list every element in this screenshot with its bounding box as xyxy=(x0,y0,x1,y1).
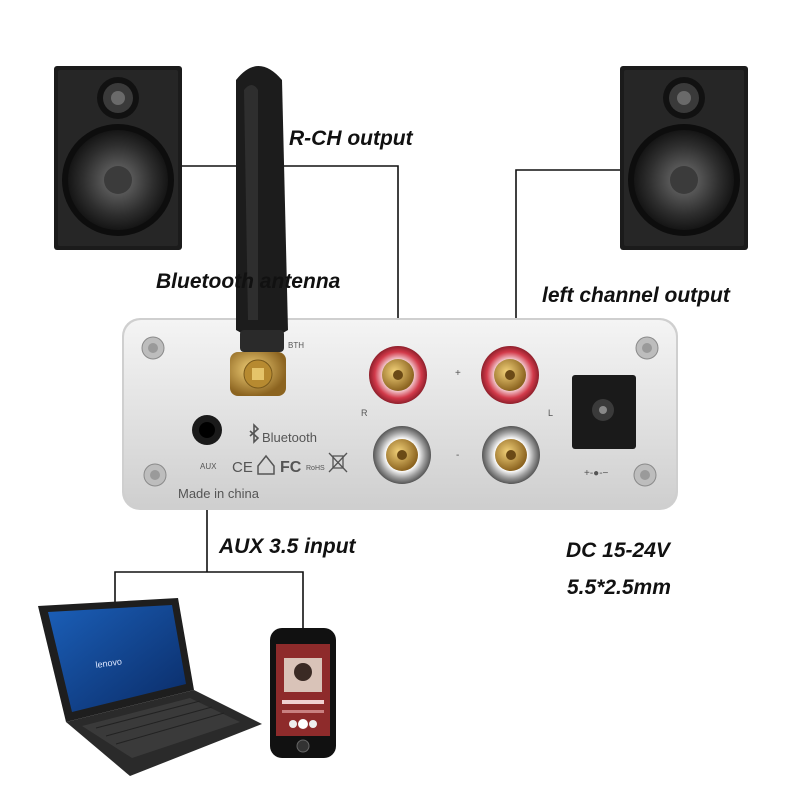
panel-ce-mark: CE xyxy=(232,459,253,476)
panel-plus-label: + xyxy=(455,368,461,379)
laptop: lenovo xyxy=(38,598,262,776)
weee-bin-icon xyxy=(328,452,348,473)
panel-screws xyxy=(141,336,659,487)
panel-rohs-mark: RoHS xyxy=(306,465,325,472)
panel-r-label: R xyxy=(361,408,368,418)
panel-fc-mark: FC xyxy=(280,459,302,476)
panel-l-label: L xyxy=(548,408,553,418)
phone-playback-controls-icon xyxy=(289,719,317,729)
panel-minus-label: - xyxy=(456,450,459,461)
panel-dc-symbol: +-●-− xyxy=(584,468,609,479)
house-recycle-icon xyxy=(257,454,275,475)
amplifier-back-panel: BTH Bluetooth CE FC RoHS AUX R L + - Mad… xyxy=(122,318,678,510)
label-aux-input: AUX 3.5 input xyxy=(218,535,357,558)
binding-post-r-plus xyxy=(369,346,427,404)
label-r-ch-output: R-CH output xyxy=(289,127,414,150)
panel-bth-label: BTH xyxy=(288,341,304,350)
aux-jack xyxy=(192,415,222,445)
binding-post-l-plus xyxy=(481,346,539,404)
smartphone xyxy=(270,628,336,758)
panel-bluetooth-label: Bluetooth xyxy=(262,430,317,445)
antenna-connector xyxy=(230,352,286,396)
laptop-brand: lenovo xyxy=(95,656,123,670)
binding-post-r-minus xyxy=(373,426,431,484)
r-channel-line xyxy=(182,165,399,338)
label-dc-voltage: DC 15-24V xyxy=(566,539,672,562)
panel-made-in-label: Made in china xyxy=(178,486,260,501)
label-dc-jack-size: 5.5*2.5mm xyxy=(567,576,671,599)
left-channel-line xyxy=(515,169,620,338)
label-left-channel-output: left channel output xyxy=(542,284,731,307)
bluetooth-logo-icon xyxy=(249,423,260,444)
dc-power-jack xyxy=(572,375,636,449)
bluetooth-antenna xyxy=(236,66,288,352)
right-speaker xyxy=(620,66,748,250)
label-bluetooth-antenna: Bluetooth antenna xyxy=(156,270,341,293)
binding-post-l-minus xyxy=(482,426,540,484)
panel-aux-label: AUX xyxy=(200,462,217,471)
left-speaker xyxy=(54,66,182,250)
laptop-line xyxy=(114,571,304,630)
